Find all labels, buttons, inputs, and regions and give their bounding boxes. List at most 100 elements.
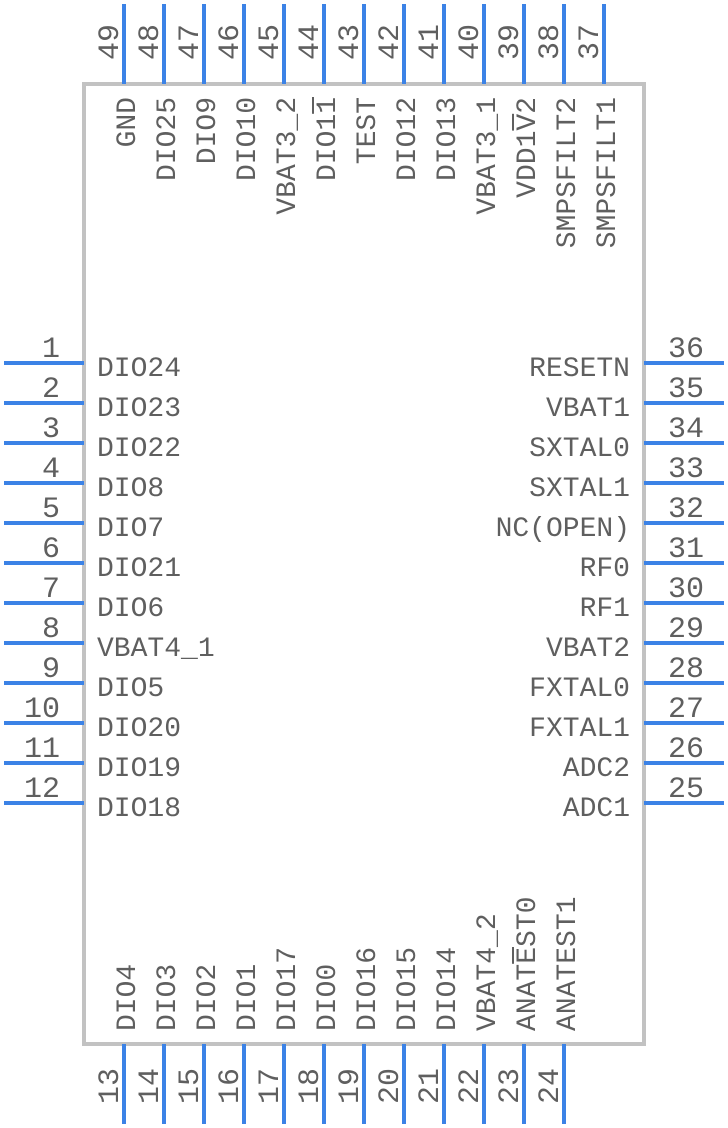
pin-label-group: DIO13 [433, 97, 464, 181]
pin-number: 8 [42, 613, 60, 647]
pin-number: 39 [494, 24, 528, 60]
pin-number: 29 [668, 613, 704, 647]
pin-label: FXTAL1 [529, 714, 630, 745]
pin-number-group: 15 [174, 1068, 208, 1104]
pin-number: 28 [668, 653, 704, 687]
pin-number: 47 [174, 24, 208, 60]
pin-label: ANATEST1 [553, 897, 584, 1031]
pin-number: 20 [374, 1068, 408, 1104]
pin-label: DIO24 [97, 354, 181, 385]
pin-number-group: 39 [494, 24, 528, 60]
pin-number: 26 [668, 733, 704, 767]
pin-label-group: VDD1V2 [512, 97, 544, 198]
pin-number-group: 21 [414, 1068, 448, 1104]
pin-number: 49 [94, 24, 128, 60]
pin-label: VBAT2 [546, 634, 630, 665]
pin-number-group: 43 [334, 24, 368, 60]
pin-label: VBAT1 [546, 394, 630, 425]
pin-label-group: VBAT3_2 [273, 97, 304, 215]
pin-number-group: 18 [294, 1068, 328, 1104]
pin-number-group: 41 [414, 24, 448, 60]
pin-label: DIO15 [393, 947, 424, 1031]
pin-number: 25 [668, 773, 704, 807]
pin-number: 35 [668, 373, 704, 407]
pin-number: 3 [42, 413, 60, 447]
pin-label: NC(OPEN) [496, 514, 630, 545]
pin-number-group: 45 [254, 24, 288, 60]
pin-number: 23 [494, 1068, 528, 1104]
pin-number: 2 [42, 373, 60, 407]
pin-label-group: SMPSFILT1 [593, 97, 624, 248]
pin-label: DIO21 [97, 554, 181, 585]
pin-label: VBAT3_1 [473, 97, 504, 215]
pin-number-group: 20 [374, 1068, 408, 1104]
pin-label: DIO14 [433, 947, 464, 1031]
pin-number-group: 42 [374, 24, 408, 60]
pin-number-group: 44 [294, 24, 328, 60]
pin-number: 31 [668, 533, 704, 567]
pin-label: ANATEST0 [513, 897, 544, 1031]
pin-number: 45 [254, 24, 288, 60]
pin-label-group: DIO12 [393, 97, 424, 181]
pin-label: DIO4 [113, 964, 144, 1031]
pin-number: 22 [454, 1068, 488, 1104]
pin-number-group: 22 [454, 1068, 488, 1104]
pin-number-group: 38 [534, 24, 568, 60]
pin-label: SMPSFILT2 [553, 97, 584, 248]
pin-label-group: DIO10 [233, 97, 264, 181]
pin-label: SMPSFILT1 [593, 97, 624, 248]
pin-label-group: ANATEST0 [512, 897, 544, 1031]
pin-label: DIO2 [193, 964, 224, 1031]
pin-number: 44 [294, 24, 328, 60]
pin-15: 15 DIO2 [174, 964, 224, 1124]
pin-number-group: 13 [94, 1068, 128, 1104]
pin-label-group: ANATEST1 [553, 897, 584, 1031]
pin-label: DIO5 [97, 674, 164, 705]
pin-label: DIO20 [97, 714, 181, 745]
pin-number: 38 [534, 24, 568, 60]
pin-label: RESETN [529, 354, 630, 385]
pin-label-group: DIO11 [312, 97, 344, 181]
pin-number: 36 [668, 333, 704, 367]
pin-number: 6 [42, 533, 60, 567]
pin-label: DIO19 [97, 754, 181, 785]
pin-label: VBAT3_2 [273, 97, 304, 215]
pin-number: 41 [414, 24, 448, 60]
pin-label-group: TEST [353, 97, 384, 164]
pin-number-group: 37 [574, 24, 608, 60]
pin-number: 13 [94, 1068, 128, 1104]
pin-number: 33 [668, 453, 704, 487]
pin-23: 23 ANATEST0 [494, 897, 544, 1124]
pin-label-group: GND [113, 97, 144, 147]
pin-13: 13 DIO4 [94, 964, 144, 1124]
pin-number: 18 [294, 1068, 328, 1104]
pin-number: 17 [254, 1068, 288, 1104]
pin-label-group: DIO4 [113, 964, 144, 1031]
pin-number-group: 46 [214, 24, 248, 60]
pin-label: DIO9 [193, 97, 224, 164]
pin-number-group: 47 [174, 24, 208, 60]
